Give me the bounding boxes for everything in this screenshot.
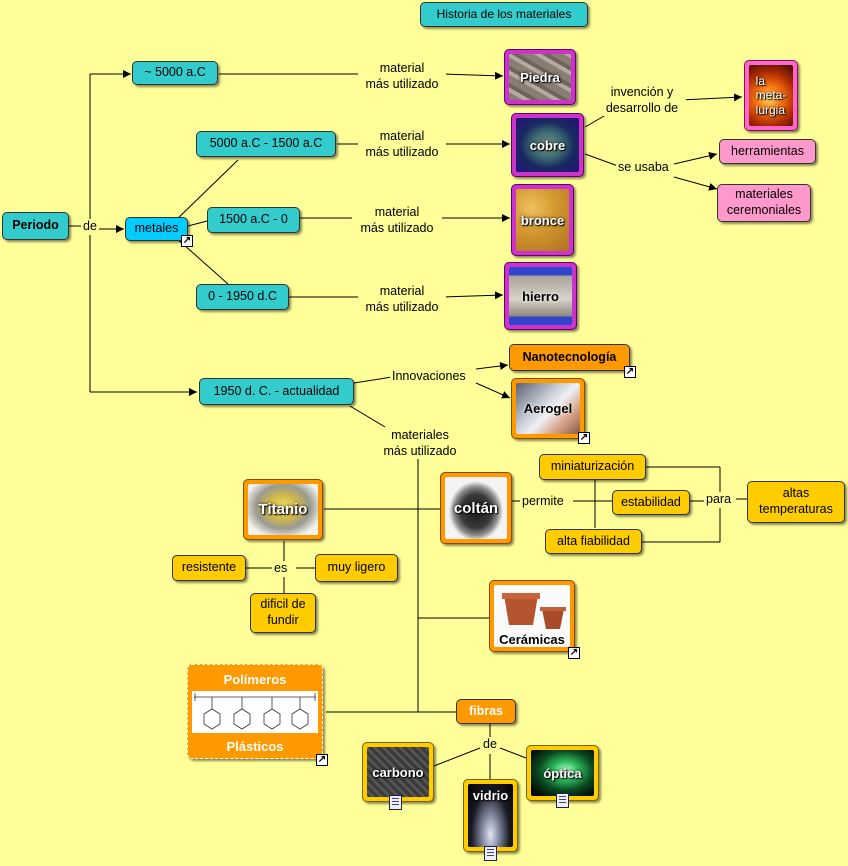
image-node-polimeros-plasticos[interactable]: Polímeros Plásticos bbox=[187, 664, 323, 759]
image-node-aerogel[interactable]: Aerogel bbox=[511, 378, 585, 439]
node-fibras[interactable]: fibras bbox=[456, 699, 516, 724]
node-herramientas[interactable]: herramientas bbox=[719, 139, 816, 164]
link-para: para bbox=[704, 492, 734, 508]
titanio-label: Titanio bbox=[258, 501, 308, 518]
link-permite: permite bbox=[520, 494, 566, 510]
link-de-fibras: de bbox=[481, 737, 499, 753]
shortcut-arrow-icon[interactable]: ↗ bbox=[568, 647, 580, 659]
image-node-piedra[interactable]: Piedra bbox=[504, 49, 576, 105]
node-estabilidad[interactable]: estabilidad bbox=[612, 490, 690, 515]
image-node-hierro[interactable]: hierro bbox=[504, 262, 577, 330]
node-nanotecnologia[interactable]: Nanotecnología bbox=[509, 344, 630, 371]
document-icon[interactable] bbox=[556, 793, 569, 808]
shortcut-arrow-icon[interactable]: ↗ bbox=[316, 754, 328, 766]
image-node-vidrio[interactable]: vidrio bbox=[463, 779, 518, 852]
flower-pot-icon bbox=[502, 593, 566, 629]
link-de: de bbox=[81, 219, 99, 235]
image-node-ceramicas[interactable]: Cerámicas bbox=[489, 580, 575, 652]
hierro-label: hierro bbox=[522, 288, 559, 304]
link-innovaciones: Innovaciones bbox=[390, 369, 468, 385]
document-icon[interactable] bbox=[484, 846, 497, 861]
coltan-label: coltán bbox=[453, 499, 499, 517]
node-miniaturizacion[interactable]: miniaturización bbox=[539, 454, 646, 480]
node-period-5000-1500[interactable]: 5000 a.C - 1500 a.C bbox=[196, 131, 336, 157]
node-metales[interactable]: metales bbox=[125, 217, 188, 241]
shortcut-arrow-icon[interactable]: ↗ bbox=[181, 235, 193, 247]
shortcut-arrow-icon[interactable]: ↗ bbox=[578, 432, 590, 444]
shortcut-arrow-icon[interactable]: ↗ bbox=[624, 366, 636, 378]
plasticos-label: Plásticos bbox=[226, 739, 284, 754]
aerogel-label: Aerogel bbox=[523, 401, 573, 416]
image-node-titanio[interactable]: Titanio bbox=[243, 479, 323, 540]
node-muy-ligero[interactable]: muy ligero bbox=[315, 554, 398, 582]
node-periodo[interactable]: Periodo bbox=[2, 212, 69, 240]
polimeros-label: Polímeros bbox=[223, 672, 287, 687]
image-node-optica[interactable]: óptica bbox=[526, 745, 599, 801]
node-period-1500-0[interactable]: 1500 a.C - 0 bbox=[207, 207, 300, 233]
link-es: es bbox=[272, 561, 290, 577]
polymer-structure-icon bbox=[192, 691, 318, 733]
node-period-0-1950[interactable]: 0 - 1950 d.C bbox=[196, 284, 289, 310]
bronce-label: bronce bbox=[520, 212, 565, 228]
optica-label: óptica bbox=[543, 765, 582, 781]
map-title[interactable]: Historia de los materiales bbox=[420, 2, 588, 27]
node-alta-fiabilidad[interactable]: alta fiabilidad bbox=[545, 529, 642, 554]
image-node-coltan[interactable]: coltán bbox=[440, 472, 512, 544]
piedra-label: Piedra bbox=[520, 69, 560, 85]
document-icon[interactable] bbox=[389, 795, 402, 810]
vidrio-label: vidrio bbox=[472, 788, 509, 803]
cobre-label: cobre bbox=[529, 137, 566, 153]
link-se-usaba: se usaba bbox=[616, 160, 671, 176]
image-node-bronce[interactable]: bronce bbox=[511, 184, 574, 256]
image-node-cobre[interactable]: cobre bbox=[511, 113, 584, 177]
carbono-label: carbono bbox=[372, 764, 424, 780]
image-node-carbono[interactable]: carbono bbox=[362, 742, 434, 802]
node-period-1950-actualidad[interactable]: 1950 d. C. - actualidad bbox=[199, 378, 354, 405]
node-resistente[interactable]: resistente bbox=[172, 555, 246, 581]
ceramicas-label: Cerámicas bbox=[499, 632, 565, 647]
node-period-5000ac[interactable]: ~ 5000 a.C bbox=[132, 61, 218, 85]
